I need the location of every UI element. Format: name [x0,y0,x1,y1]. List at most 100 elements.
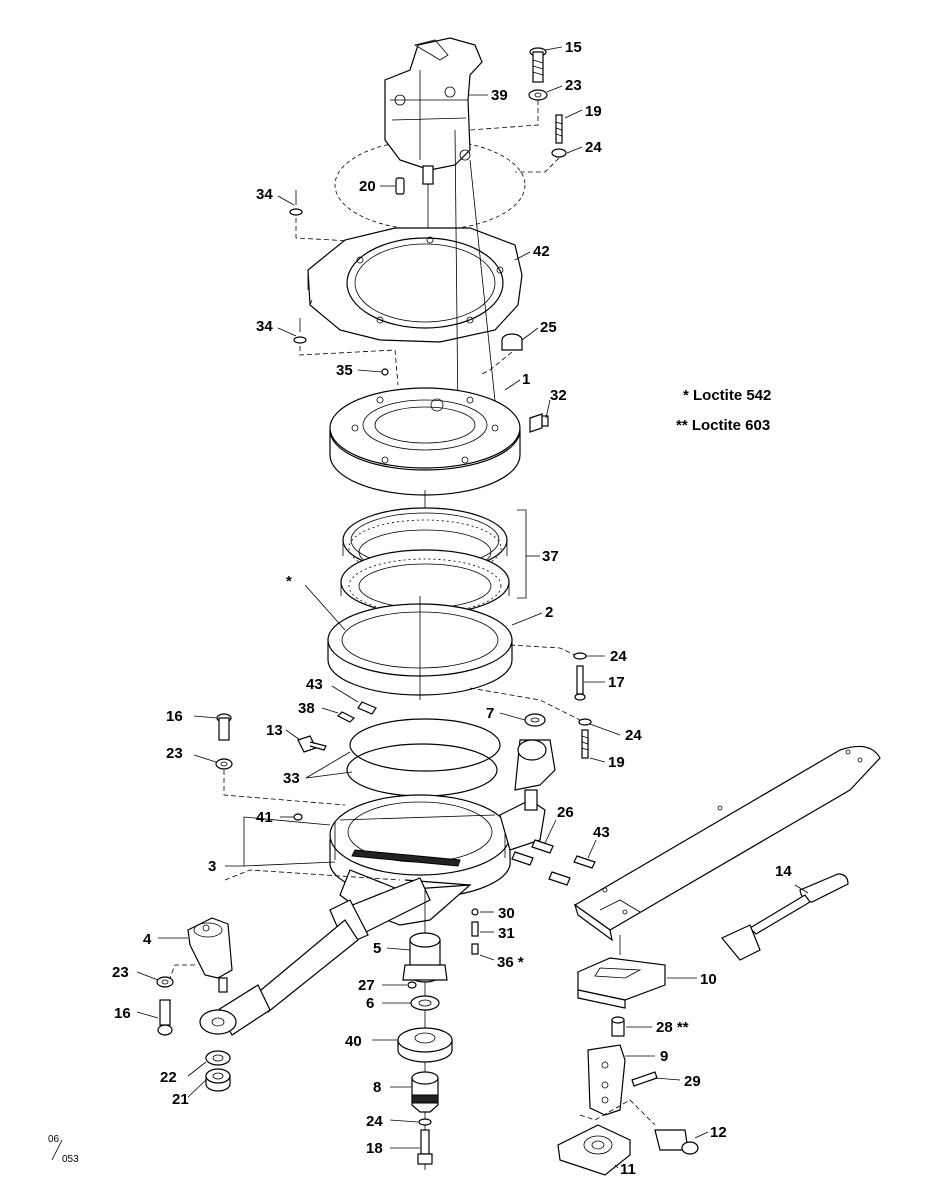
pin-35 [381,368,389,376]
washer-24-lower [578,718,592,726]
bushing-8 [411,1071,439,1113]
pin-28 [611,1016,625,1037]
plug-25 [479,333,523,376]
nut-7 [524,713,546,727]
washer-34-top [289,190,371,243]
label-29: 29 [684,1073,701,1090]
washer-23-upper [215,758,346,806]
note-loctite-542: * Loctite 542 [683,387,771,404]
screw-18 [417,1129,433,1165]
label-31: 31 [498,925,515,942]
washer-24-bottom [418,1118,432,1126]
label-27: 27 [358,977,375,994]
pin-38 [336,711,356,723]
hydraulic-motor [334,37,526,231]
chain-tool-14 [721,873,849,961]
label-14: 14 [775,863,792,880]
figure-code-bottom: 053 [62,1154,79,1165]
washer-24-right [573,652,587,660]
label-4: 4 [143,931,152,948]
label-21: 21 [172,1091,189,1108]
disc-40 [397,1027,453,1063]
pin-27 [407,981,417,989]
label-37: 37 [542,548,559,565]
label-17: 17 [608,674,625,691]
ring-2 [304,584,581,721]
washer-23-lower [156,976,174,988]
label-star: * [286,573,292,590]
label-23-top: 23 [565,77,582,94]
label-2: 2 [545,604,553,621]
label-9: 9 [660,1048,668,1065]
bushing-5 [402,932,448,983]
label-13: 13 [266,722,283,739]
label-28: 28 ** [656,1019,689,1036]
label-8: 8 [373,1079,381,1096]
label-11: 11 [620,1161,636,1178]
washer-34-middle [293,318,399,386]
pin-29 [631,1071,658,1087]
label-30: 30 [498,905,515,922]
label-24-lower: 24 [625,727,642,744]
label-43-upper: 43 [306,676,323,693]
bracket-9 [587,1044,626,1116]
label-19-top: 19 [585,103,602,120]
screw-16-lower [157,999,173,1036]
screw-16-upper [216,713,232,741]
label-41: 41 [256,809,273,826]
swing-cylinder [199,877,431,1036]
label-26: 26 [557,804,574,821]
label-38: 38 [298,700,315,717]
washer-23-top [528,89,548,101]
label-23-upper: 23 [166,745,183,762]
label-19-lower: 19 [608,754,625,771]
label-22: 22 [160,1069,177,1086]
label-35: 35 [336,362,353,379]
mounting-plate-42 [307,129,523,431]
note-loctite-603: ** Loctite 603 [676,417,770,434]
pin-20 [395,177,405,195]
label-1: 1 [522,371,530,388]
plug-32 [529,413,549,433]
label-3: 3 [208,858,216,875]
stud-19-top [551,114,567,158]
pins-26 [511,839,571,886]
screw-36 [471,943,479,955]
label-25: 25 [540,319,557,336]
screw-17 [574,665,586,701]
bearing-37 [340,507,527,615]
label-24-right: 24 [610,648,627,665]
label-34-top: 34 [256,186,273,203]
pin-30 [471,908,479,916]
part-labels: 15 23 39 19 24 20 34 42 34 25 35 1 32 * … [48,39,792,1178]
washer-22 [205,1050,231,1066]
label-16-lower: 16 [114,1005,131,1022]
label-23-lower: 23 [112,964,129,981]
label-33: 33 [283,770,300,787]
label-34-middle: 34 [256,318,273,335]
label-5: 5 [373,940,381,957]
leader-lines [51,46,809,1169]
label-36: 36 * [497,954,524,971]
label-20: 20 [359,178,376,195]
label-6: 6 [366,995,374,1012]
label-39: 39 [491,87,508,104]
block-4 [169,917,233,993]
o-rings-33 [346,718,501,797]
pin-12 [579,1099,699,1155]
pin-41 [293,813,303,821]
pin-31 [471,921,479,937]
label-32: 32 [550,387,567,404]
label-7: 7 [486,705,494,722]
figure-code-top: 06 [48,1134,60,1145]
screw-15 [529,47,547,83]
stud-19-lower [581,729,589,759]
pin-43-upper [357,701,377,715]
screw-13 [297,735,327,753]
label-10: 10 [700,971,717,988]
label-12: 12 [710,1124,727,1141]
plate-10 [577,957,666,1009]
nut-21 [205,1068,231,1092]
label-43-lower: 43 [593,824,610,841]
